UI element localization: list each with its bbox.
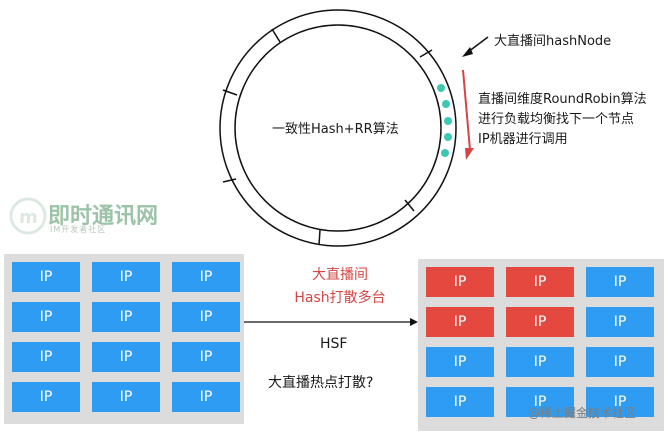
- scatter-label-2: Hash打散多台: [294, 290, 386, 306]
- logo-watermark-subtext: IM开发者社区: [50, 225, 107, 234]
- ip-cell: IP: [506, 347, 574, 377]
- ip-cell: IP: [586, 387, 654, 417]
- ip-cell: IP: [586, 347, 654, 377]
- logo-icon: m: [9, 197, 47, 235]
- logo-watermark-text: 即时通讯网: [48, 204, 159, 229]
- ip-cell: IP: [426, 307, 494, 337]
- right-ip-grid: IP IP IP IP IP IP IP IP IP IP IP IP: [418, 259, 664, 431]
- ip-cell: IP: [92, 342, 160, 372]
- ip-cell: IP: [426, 387, 494, 417]
- node-dots: [437, 84, 452, 157]
- ip-cell: IP: [92, 302, 160, 332]
- ip-cell: IP: [12, 382, 80, 412]
- ip-cell: IP: [172, 342, 240, 372]
- hash-ring-inner: [234, 24, 442, 232]
- rr-line-1: 直播间维度RoundRobin算法: [478, 92, 647, 107]
- rr-arrow: [462, 69, 471, 151]
- rr-line-2: 进行负载均衡找下一个节点: [478, 112, 635, 127]
- ip-cell: IP: [92, 262, 160, 292]
- hot-label: 大直播热点打散?: [268, 375, 374, 391]
- ip-cell: IP: [506, 267, 574, 297]
- ip-cell: IP: [426, 267, 494, 297]
- ip-cell: IP: [172, 262, 240, 292]
- hsf-label: HSF: [320, 336, 348, 352]
- ip-cell: IP: [506, 307, 574, 337]
- hash-ring-outer: [219, 9, 457, 247]
- ip-cell: IP: [92, 382, 160, 412]
- ip-cell: IP: [426, 347, 494, 377]
- ip-cell: IP: [506, 387, 574, 417]
- left-ip-grid: IP IP IP IP IP IP IP IP IP IP IP IP: [4, 254, 244, 424]
- rr-line-3: IP机器进行调用: [478, 132, 568, 147]
- ip-cell: IP: [586, 307, 654, 337]
- svg-text:m: m: [19, 207, 38, 228]
- ip-cell: IP: [12, 302, 80, 332]
- ip-cell: IP: [172, 302, 240, 332]
- ip-cell: IP: [12, 342, 80, 372]
- hashnode-label: 大直播间hashNode: [494, 34, 612, 49]
- ring-partition-ticks: [222, 28, 433, 246]
- hashnode-pointer: [467, 36, 489, 53]
- corner-watermark: @稀土掘金技术社区: [528, 406, 637, 420]
- ip-cell: IP: [12, 262, 80, 292]
- scatter-label-1: 大直播间: [312, 267, 368, 283]
- ip-cell: IP: [172, 382, 240, 412]
- ring-label: 一致性Hash+RR算法: [272, 122, 399, 137]
- ip-cell: IP: [586, 267, 654, 297]
